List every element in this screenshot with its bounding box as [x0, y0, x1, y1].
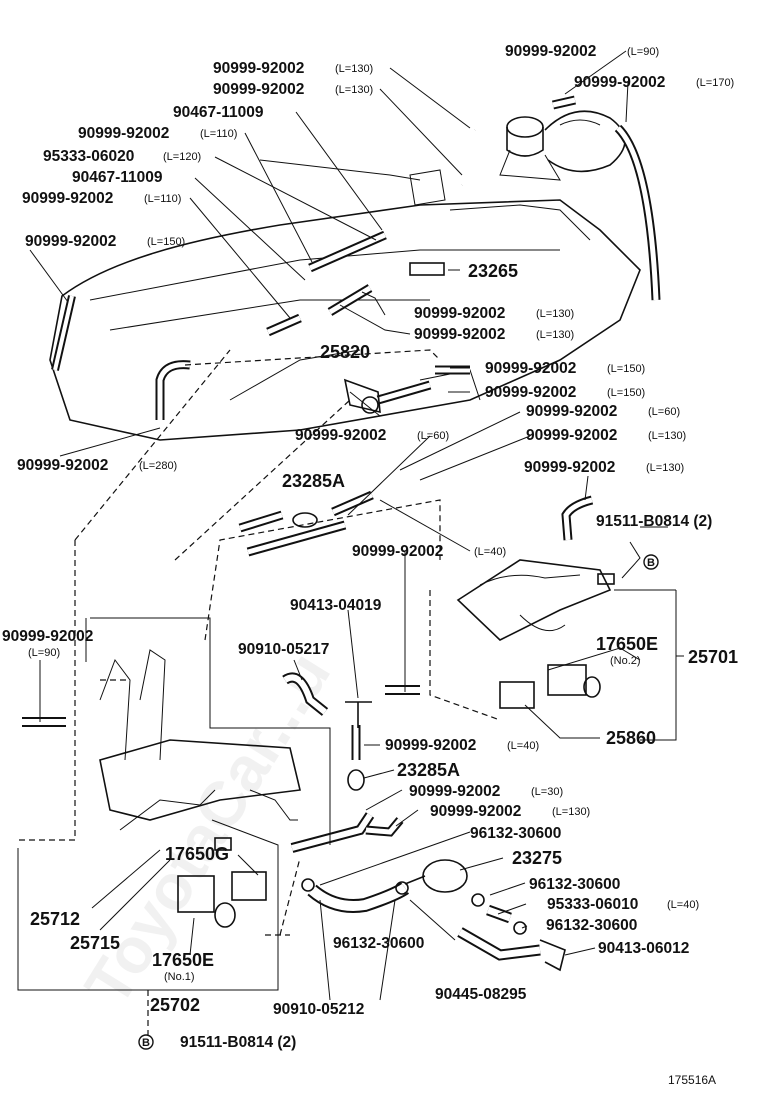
label-l120: (L=120)	[163, 151, 201, 163]
label-95333-06020: 95333-06020	[43, 148, 134, 165]
label-l60-b: (L=60)	[417, 430, 449, 442]
label-90999-92002-l170: 90999-92002	[574, 74, 665, 91]
label-l130-a: (L=130)	[335, 63, 373, 75]
label-96132-30600-b: 96132-30600	[529, 876, 620, 893]
label-l130-e: (L=130)	[648, 430, 686, 442]
label-90999-92002-l90-left: 90999-92002	[2, 628, 93, 645]
label-l170: (L=170)	[696, 77, 734, 89]
label-90413-04019: 90413-04019	[290, 597, 382, 614]
label-l40-c: (L=40)	[667, 899, 699, 911]
label-90999-92002-l60-a: 90999-92002	[526, 403, 617, 420]
label-l150-a: (L=150)	[147, 236, 185, 248]
label-25701: 25701	[688, 647, 738, 667]
label-90999-92002-l150-a: 90999-92002	[25, 233, 116, 250]
label-25860: 25860	[606, 728, 656, 748]
label-96132-30600-d: 96132-30600	[333, 935, 424, 952]
label-l130-d: (L=130)	[536, 329, 574, 341]
label-90445-08295: 90445-08295	[435, 986, 527, 1003]
label-90999-92002-l90-top: 90999-92002	[505, 43, 596, 60]
label-l130-b: (L=130)	[335, 84, 373, 96]
label-no2: (No.2)	[610, 655, 641, 667]
part-labels: 90999-92002 (L=90) 90999-92002 (L=130) 9…	[2, 43, 738, 1087]
label-90999-92002-l150-b: 90999-92002	[485, 360, 576, 377]
label-25820: 25820	[320, 342, 370, 362]
label-17650e-no1: 17650E	[152, 950, 214, 970]
label-l40-a: (L=40)	[474, 546, 506, 558]
label-90999-92002-l40-b: 90999-92002	[385, 737, 476, 754]
label-90999-92002-l130-a: 90999-92002	[213, 60, 304, 77]
label-l40-b: (L=40)	[507, 740, 539, 752]
label-l90-left: (L=90)	[28, 647, 60, 659]
figure-number: 175516A	[668, 1073, 716, 1087]
hoses	[22, 95, 661, 961]
label-l90-top: (L=90)	[627, 46, 659, 58]
reference-marker-b-top: B	[643, 554, 659, 570]
label-l130-c: (L=130)	[536, 308, 574, 320]
label-90999-92002-l130-f: 90999-92002	[524, 459, 615, 476]
label-90467-11009-a: 90467-11009	[173, 104, 264, 121]
label-23275: 23275	[512, 848, 562, 868]
svg-text:B: B	[647, 557, 655, 569]
label-l130-g: (L=130)	[552, 806, 590, 818]
label-90999-92002-l130-g: 90999-92002	[430, 803, 521, 820]
label-90413-06012: 90413-06012	[598, 940, 689, 957]
label-l30: (L=30)	[531, 786, 563, 798]
label-23285a-top: 23285A	[282, 471, 345, 491]
label-no1: (No.1)	[164, 971, 195, 983]
label-90467-11009-b: 90467-11009	[72, 169, 163, 186]
svg-text:B: B	[142, 1037, 150, 1049]
components	[99, 262, 615, 972]
label-95333-06010: 95333-06010	[547, 896, 638, 913]
label-23265: 23265	[468, 261, 518, 281]
label-91511-b0814-bottom: 91511-B0814 (2)	[180, 1034, 296, 1051]
label-17650e-no2: 17650E	[596, 634, 658, 654]
label-l60-a: (L=60)	[648, 406, 680, 418]
label-17650g: 17650G	[165, 844, 229, 864]
label-90910-05212: 90910-05212	[273, 1001, 364, 1018]
label-l150-b: (L=150)	[607, 363, 645, 375]
label-90999-92002-l130-e: 90999-92002	[526, 427, 617, 444]
label-96132-30600-c: 96132-30600	[546, 917, 637, 934]
label-23285a-mid: 23285A	[397, 760, 460, 780]
label-l150-c: (L=150)	[607, 387, 645, 399]
label-91511-b0814-top: 91511-B0814 (2)	[596, 513, 712, 530]
label-90999-92002-l130-c: 90999-92002	[414, 305, 505, 322]
label-90999-92002-l40-a: 90999-92002	[352, 543, 443, 560]
label-90999-92002-l280: 90999-92002	[17, 457, 108, 474]
label-25702: 25702	[150, 995, 200, 1015]
label-l280: (L=280)	[139, 460, 177, 472]
assembly-boundaries	[17, 589, 677, 991]
label-90999-92002-l110-a: 90999-92002	[78, 125, 169, 142]
reference-marker-b-bottom: B	[138, 1034, 154, 1050]
label-90999-92002-l130-d: 90999-92002	[414, 326, 505, 343]
label-25715: 25715	[70, 933, 120, 953]
label-90910-05217: 90910-05217	[238, 641, 329, 658]
dashed-boundaries	[18, 349, 501, 1040]
label-25712: 25712	[30, 909, 80, 929]
label-96132-30600-a: 96132-30600	[470, 825, 561, 842]
label-l130-f: (L=130)	[646, 462, 684, 474]
label-90999-92002-l130-b: 90999-92002	[213, 81, 304, 98]
label-l110-b: (L=110)	[144, 193, 181, 205]
label-90999-92002-l30: 90999-92002	[409, 783, 500, 800]
leader-lines	[29, 50, 684, 1001]
label-l110-a: (L=110)	[200, 128, 237, 140]
label-90999-92002-l150-c: 90999-92002	[485, 384, 576, 401]
label-90999-92002-l60-b: 90999-92002	[295, 427, 386, 444]
label-90999-92002-l110-b: 90999-92002	[22, 190, 113, 207]
